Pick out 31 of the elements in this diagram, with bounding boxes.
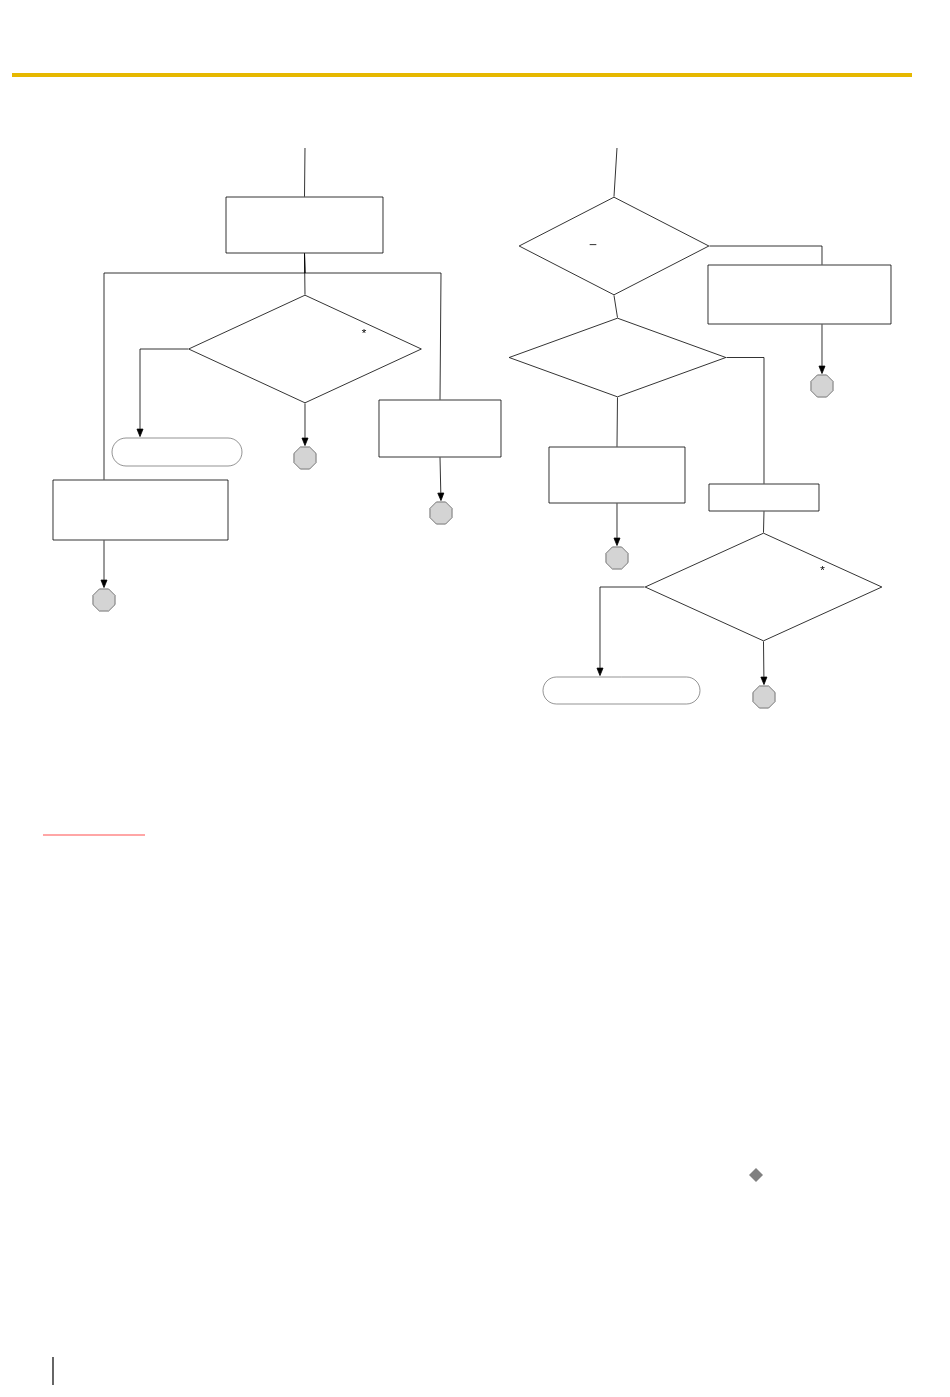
connector-octagon	[92, 588, 116, 612]
connector-line	[709, 245, 823, 265]
arrow	[100, 540, 108, 588]
connector-line	[616, 397, 618, 447]
arrow	[760, 641, 768, 685]
decision-diamond	[508, 317, 727, 398]
connector-octagon	[810, 374, 834, 398]
process-box	[548, 446, 686, 504]
process-box	[708, 483, 820, 512]
connector-octagon	[752, 685, 776, 709]
connector-line	[304, 147, 306, 197]
arrow	[596, 586, 645, 676]
connector-line	[304, 253, 442, 400]
connector-line	[613, 147, 618, 197]
process-box	[707, 264, 892, 325]
connector-octagon	[605, 546, 629, 570]
arrow	[136, 348, 189, 437]
connector-line	[763, 511, 765, 533]
terminal-box	[542, 676, 701, 705]
terminal-box	[111, 437, 243, 467]
connector-octagon	[429, 501, 453, 525]
arrow	[818, 324, 826, 374]
arrow	[613, 503, 621, 546]
connector-octagon	[293, 446, 317, 470]
arrow	[301, 403, 309, 446]
process-box	[225, 196, 384, 254]
connector-line	[613, 295, 618, 318]
process-box	[52, 479, 229, 541]
connector-line	[726, 357, 765, 484]
process-box	[378, 399, 502, 458]
arrow	[437, 457, 445, 501]
